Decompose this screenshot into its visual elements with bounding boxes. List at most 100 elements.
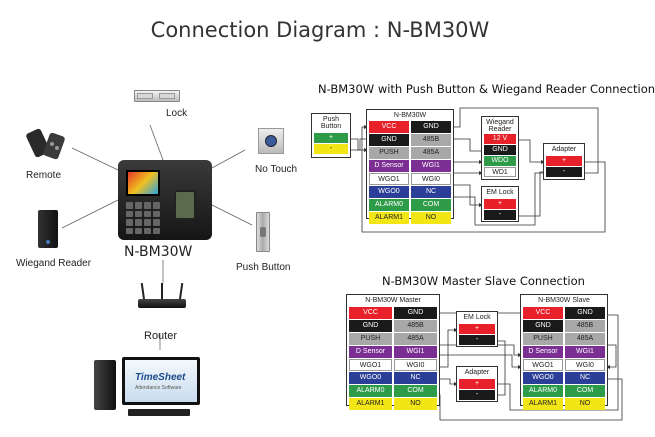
d2-master-terminal-cell: D Sensor — [349, 346, 392, 358]
push-button-label: Push Button — [236, 262, 291, 273]
d1-wiegand-terminal-cell: WDO — [484, 156, 516, 166]
d2-slave-terminal-cell: PUSH — [523, 333, 563, 345]
d1-controller-terminal-cell: VCC — [369, 121, 409, 133]
d1-push-button-title: Push Button — [320, 116, 342, 130]
d2-master-terminal-cell: VCC — [349, 307, 392, 319]
d2-master-terminal-cell: NC — [394, 372, 437, 384]
d2-slave-terminal-cell: 485A — [565, 333, 605, 345]
d2-slave-terminal-cell: NO — [565, 398, 605, 410]
d1-controller-terminal-cell: 485A — [411, 147, 451, 159]
computer-monitor: TimeSheet Attendance Software — [122, 357, 200, 405]
d1-push-plus: + — [314, 133, 348, 143]
d2-master-terminal-cell: WGI0 — [394, 359, 437, 371]
computer-keyboard — [128, 409, 190, 416]
fingerprint-sensor — [174, 190, 196, 220]
page-title: Connection Diagram : N-BM30W — [150, 18, 490, 42]
d2-slave-terminal-cell: ALARM1 — [523, 398, 563, 410]
d1-controller-terminal-cell: GND — [411, 121, 451, 133]
d2-slave-terminal-cell: WGO0 — [523, 372, 563, 384]
d2-master-terminal-cell: GND — [349, 320, 392, 332]
wiegand-reader-label: Wiegand Reader — [16, 258, 92, 269]
d1-adapter-title: Adapter — [551, 146, 577, 153]
d2-slave-terminal-cell: VCC — [523, 307, 563, 319]
router-device — [138, 282, 186, 309]
d2-slave-terminal-cell: WGO1 — [523, 359, 563, 371]
d1-controller-terminal-cell: NC — [411, 186, 451, 198]
router-label: Router — [144, 330, 178, 342]
d2-slave-terminal-cell: WGI1 — [565, 346, 605, 358]
d2-adapter-plus: + — [459, 379, 495, 389]
lock-label: Lock — [166, 108, 188, 119]
d2-slave-terminal-cell: WGI0 — [565, 359, 605, 371]
device-keypad — [126, 202, 160, 234]
d1-push-button-box: Push Button + - — [311, 113, 351, 158]
d2-master-terminal-cell: 485A — [394, 333, 437, 345]
d1-em-lock-title: EM Lock — [486, 189, 514, 196]
device-screen — [126, 170, 160, 196]
d2-master-terminal-cell: GND — [394, 307, 437, 319]
d1-controller-terminal-cell: 485B — [411, 134, 451, 146]
d2-slave-title: N-BM30W Slave — [538, 297, 590, 304]
d1-wiegand-terminal-cell: WD1 — [484, 167, 516, 177]
d1-wiegand-terminal-cell: GND — [484, 145, 516, 155]
d2-slave-terminal-cell: 485B — [565, 320, 605, 332]
screen-sub: Attendance Software — [135, 385, 182, 391]
diagram2-title: N-BM30W Master Slave Connection — [382, 274, 585, 288]
d2-em-lock-box: EM Lock + - — [456, 311, 498, 347]
d1-controller-terminal-cell: ALARM1 — [369, 212, 409, 224]
d1-controller-terminal-cell: PUSH — [369, 147, 409, 159]
d2-master-terminal-cell: WGI1 — [394, 346, 437, 358]
d1-adapter-minus: - — [546, 167, 582, 177]
device-label: N-BM30W — [124, 244, 193, 260]
d2-adapter-minus: - — [459, 390, 495, 400]
d2-master-terminal-cell: NO — [394, 398, 437, 410]
d1-controller-terminal-cell: WGI0 — [411, 173, 451, 185]
d1-controller-terminal-cell: COM — [411, 199, 451, 211]
em-lock-device — [134, 90, 180, 104]
d2-em-lock-minus: - — [459, 335, 495, 345]
d2-adapter-title: Adapter — [464, 369, 490, 376]
push-button-device — [256, 212, 270, 252]
remote-device — [25, 127, 68, 162]
computer-tower — [94, 360, 116, 410]
d2-em-lock-title: EM Lock — [463, 314, 491, 321]
no-touch-device — [258, 128, 284, 154]
d1-controller-terminal-cell: WGO0 — [369, 186, 409, 198]
d1-wiegand-title: Wiegand Reader — [486, 119, 514, 133]
d2-slave-terminal-cell: COM — [565, 385, 605, 397]
d1-em-lock-plus: + — [484, 199, 516, 209]
diagram1-title: N-BM30W with Push Button & Wiegand Reade… — [318, 82, 655, 96]
d2-master-terminal-cell: PUSH — [349, 333, 392, 345]
d1-push-minus: - — [314, 144, 348, 154]
d2-master-title: N-BM30W Master — [365, 297, 421, 304]
d1-em-lock-minus: - — [484, 210, 516, 220]
wiegand-reader-device — [38, 210, 58, 248]
no-touch-label: No Touch — [255, 164, 298, 175]
d1-wiegand-terminal-cell: 12 V — [484, 134, 516, 144]
d2-slave-terminal-cell: GND — [523, 320, 563, 332]
d2-slave-terminal-cell: NC — [565, 372, 605, 384]
